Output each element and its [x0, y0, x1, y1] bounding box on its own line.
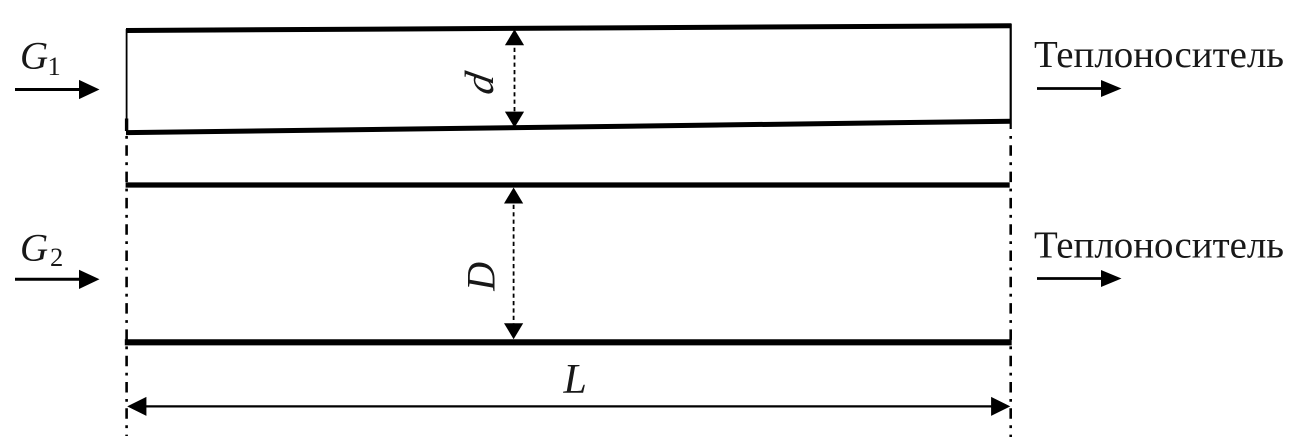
- svg-text:D: D: [458, 262, 503, 292]
- svg-text:L: L: [563, 357, 587, 403]
- svg-text:G: G: [20, 34, 48, 77]
- svg-text:Теплоноситель: Теплоноситель: [1034, 34, 1284, 76]
- svg-text:Теплоноситель: Теплоноситель: [1034, 224, 1284, 266]
- svg-text:d: d: [456, 68, 502, 97]
- svg-text:G: G: [20, 227, 48, 270]
- svg-text:2: 2: [50, 242, 63, 272]
- svg-text:1: 1: [48, 51, 61, 81]
